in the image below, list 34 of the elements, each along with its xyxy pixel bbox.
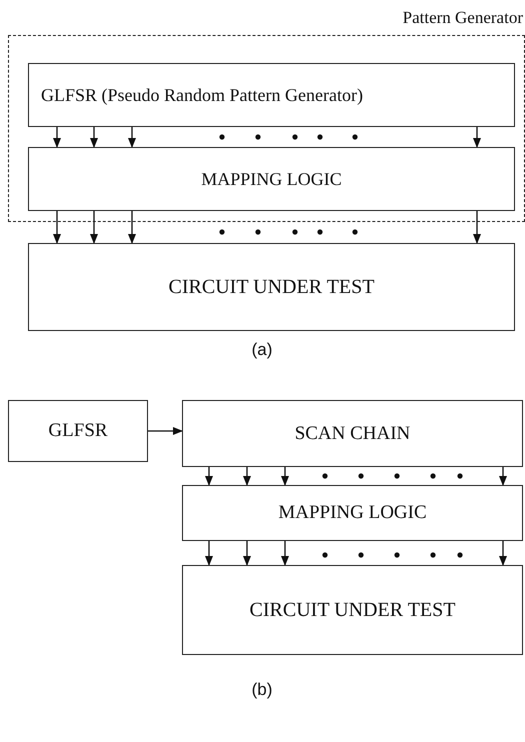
block-label: MAPPING LOGIC <box>201 168 342 190</box>
arrow <box>281 467 289 486</box>
block-label: GLFSR <box>48 420 108 442</box>
block-label: MAPPING LOGIC <box>278 502 427 524</box>
arrow <box>243 467 251 486</box>
block-box <box>28 243 515 331</box>
block-box <box>182 565 523 655</box>
block-box <box>28 147 515 211</box>
block-box <box>182 485 523 541</box>
arrow <box>205 541 213 566</box>
arrow <box>499 541 507 566</box>
arrow <box>473 127 481 148</box>
arrow <box>90 127 98 148</box>
block-label: CIRCUIT UNDER TEST <box>168 276 374 298</box>
arrow <box>499 467 507 486</box>
arrow <box>53 127 61 148</box>
arrow <box>243 541 251 566</box>
arrow <box>128 211 136 244</box>
arrow <box>90 211 98 244</box>
block-label: CIRCUIT UNDER TEST <box>250 598 456 622</box>
panel-label: (a) <box>252 340 272 360</box>
block-label: GLFSR (Pseudo Random Pattern Generator) <box>41 84 363 106</box>
block-box <box>8 400 148 462</box>
panel-label: (b) <box>252 680 272 700</box>
arrow <box>473 211 481 244</box>
arrow <box>148 427 183 435</box>
group-heading: Pattern Generator <box>402 8 523 28</box>
arrow <box>205 467 213 486</box>
block-box <box>182 400 523 467</box>
block-box <box>28 63 515 127</box>
arrow <box>53 211 61 244</box>
block-label: SCAN CHAIN <box>294 422 410 444</box>
arrow <box>281 541 289 566</box>
arrow <box>128 127 136 148</box>
